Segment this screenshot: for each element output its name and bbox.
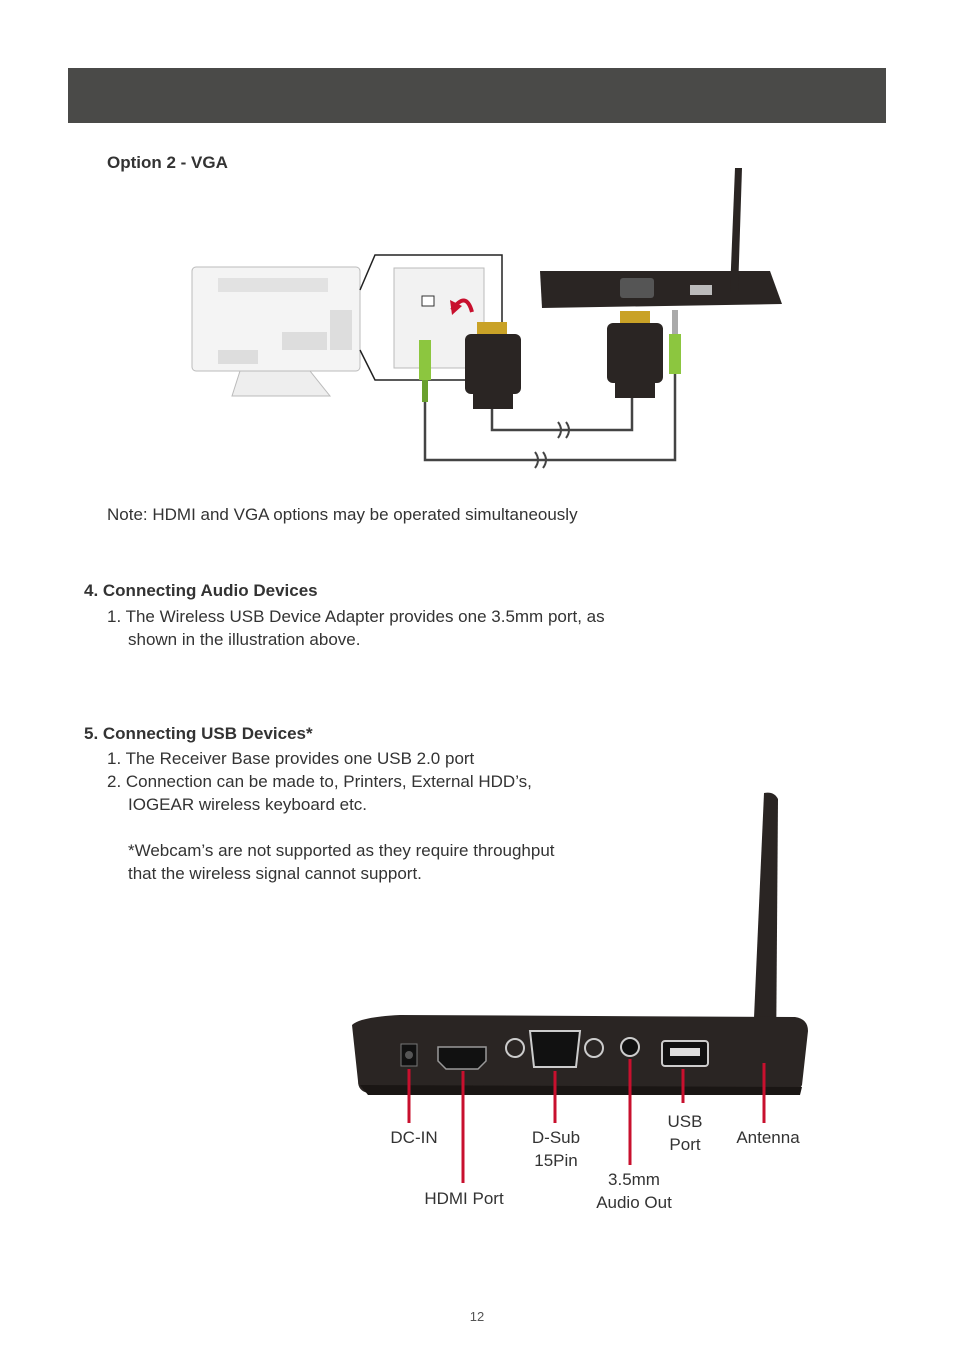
- header-bar: [68, 68, 886, 123]
- label-dsub-line1: D-Sub: [531, 1128, 581, 1147]
- section5-item2-line1: 2. Connection can be made to, Printers, …: [107, 772, 532, 791]
- label-audio-line2: Audio Out: [596, 1193, 672, 1212]
- vga-port-icon: [505, 1030, 604, 1068]
- section4-item1-line2: shown in the illustration above.: [128, 630, 361, 649]
- label-dsub-line2: 15Pin: [534, 1151, 578, 1170]
- dc-in-port-icon: [400, 1043, 418, 1067]
- label-usb-line2: Port: [669, 1135, 701, 1154]
- section5-footnote-line1: *Webcam’s are not supported as they requ…: [128, 841, 555, 860]
- section5-title: 5. Connecting USB Devices*: [84, 724, 313, 743]
- section5-footnote-line2: that the wireless signal cannot support.: [128, 864, 422, 883]
- audio-port-icon: [620, 1037, 640, 1057]
- vga-connection-illustration: [191, 168, 782, 469]
- section4-title: 4. Connecting Audio Devices: [84, 581, 318, 600]
- label-usb-line1: USB: [667, 1112, 703, 1131]
- label-hdmi-port: HDMI Port: [424, 1189, 504, 1208]
- receiver-base-illustration: [352, 792, 808, 1183]
- usb-port-icon: [661, 1040, 709, 1067]
- label-antenna: Antenna: [736, 1128, 800, 1147]
- section4-item1-line1: 1. The Wireless USB Device Adapter provi…: [107, 607, 605, 626]
- section5-item1: 1. The Receiver Base provides one USB 2.…: [107, 749, 475, 768]
- option-heading: Option 2 - VGA: [107, 153, 228, 172]
- page-number: 12: [469, 1309, 485, 1324]
- label-dc-in: DC-IN: [390, 1128, 438, 1147]
- section5-item2-line2: IOGEAR wireless keyboard etc.: [128, 795, 368, 814]
- label-audio-line1: 3.5mm: [608, 1170, 660, 1189]
- tv-back-icon: [191, 266, 361, 397]
- hdmi-port-icon: [437, 1046, 487, 1070]
- note-text: Note: HDMI and VGA options may be operat…: [107, 505, 578, 524]
